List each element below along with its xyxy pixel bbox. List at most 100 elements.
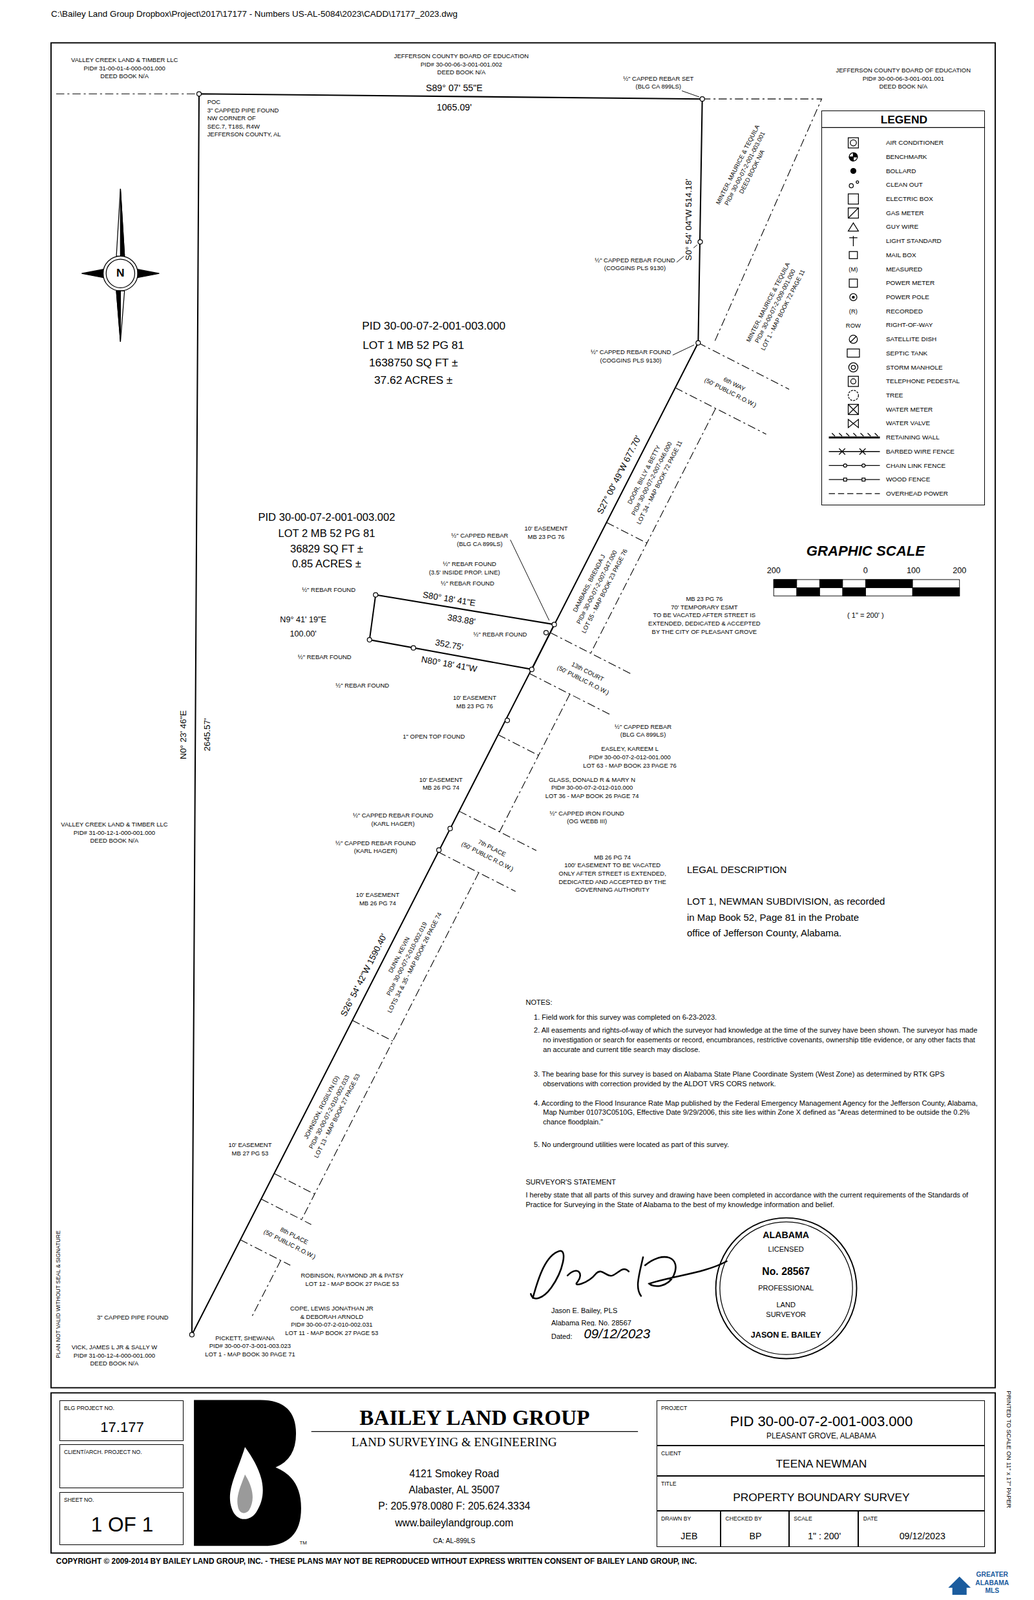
cell-text: PLEASANT GROVE, ALABAMA	[766, 1432, 877, 1442]
survey-label: NW CORNER OF	[207, 115, 256, 123]
lot-division-line	[274, 522, 647, 1194]
monument	[197, 91, 202, 97]
survey-label: 2. All easements and rights-of-way of wh…	[533, 1025, 982, 1055]
survey-label: LOT 1 MB 52 PG 81	[362, 339, 465, 353]
seal-text: SURVEYOR	[765, 1310, 806, 1319]
survey-label: 5. No underground utilities were located…	[533, 1139, 982, 1150]
survey-label: COPYRIGHT © 2009-2014 BY BAILEY LAND GRO…	[56, 1557, 697, 1567]
title-block-cell: DRAWN BY JEB	[656, 1510, 722, 1548]
title-block-cell: TITLEPROPERTY BOUNDARY SURVEY	[656, 1476, 986, 1511]
survey-label: PID# 31-00-12-1-000-001.000	[73, 829, 156, 837]
survey-label: BAILEY LAND GROUP	[359, 1405, 590, 1431]
gas-meter-symbol	[848, 208, 859, 219]
cell-text: TITLE	[661, 1480, 677, 1488]
survey-label: LOT 1 - MAP BOOK 30 PAGE 71	[204, 1350, 295, 1358]
north-arrow	[81, 188, 159, 342]
legend-label: BARBED WIRE FENCE	[886, 447, 955, 455]
scale-segment	[796, 588, 821, 597]
survey-label: www.baileylandgroup.com	[394, 1516, 514, 1529]
legend-label: MAIL BOX	[886, 251, 917, 259]
survey-label: MLS	[984, 1587, 1000, 1595]
cell-text: PROJECT	[661, 1404, 687, 1412]
scale-segment	[912, 588, 960, 597]
survey-label: 10' EASEMENT	[228, 1141, 272, 1150]
survey-label: MB 23 PG 76	[456, 703, 494, 711]
survey-label: PID# 30-00-06-3-001-001.002	[420, 60, 503, 68]
monument	[189, 1332, 194, 1338]
survey-label: ROBINSON, RAYMOND JR & PATSY	[300, 1272, 404, 1280]
survey-label: GREATER	[976, 1571, 1009, 1579]
legend-label: LIGHT STANDARD	[886, 237, 942, 245]
survey-label: (OG WEBB III)	[566, 818, 607, 826]
cell-text: SCALE	[793, 1515, 812, 1522]
legend-box: LEGEND	[821, 110, 985, 506]
signature	[530, 1251, 727, 1299]
survey-label: P: 205.978.0080 F: 205.624.3334	[378, 1500, 530, 1513]
survey-label: 352.75'	[434, 637, 465, 653]
survey-label: LOT 63 - MAP BOOK 23 PAGE 76	[582, 761, 677, 770]
survey-label: LOT 2 MB 52 PG 81	[277, 527, 375, 541]
legend-label: SEPTIC TANK	[886, 349, 928, 357]
graphic-scale-bar	[773, 579, 960, 596]
monument	[697, 239, 703, 245]
survey-label: MB 23 PG 76	[685, 595, 723, 603]
survey-label: GLASS, DONALD R & MARY N	[548, 776, 636, 784]
legend-label: POWER POLE	[886, 293, 930, 301]
survey-label: (R)	[849, 307, 858, 315]
survey-label: (KARL HAGER)	[371, 820, 415, 828]
survey-label: S26° 54' 42"W 1590.40'	[338, 932, 390, 1019]
benchmark-symbol	[849, 152, 858, 161]
survey-label: VICK, JAMES L JR & SALLY W	[71, 1343, 158, 1351]
title-block-cell: CLIENTTEENA NEWMAN	[656, 1445, 986, 1477]
survey-label: PID# 30-00-07-3-001-003.023	[209, 1342, 291, 1351]
survey-label: LOT 11 - MAP BOOK 27 PAGE 53	[284, 1329, 379, 1337]
survey-label: LEGAL DESCRIPTION	[686, 864, 787, 876]
survey-label: PID# 30-00-07-2-012-001.000	[588, 754, 671, 762]
survey-label: ½" CAPPED REBAR FOUND	[594, 256, 675, 264]
monument	[436, 847, 442, 853]
survey-label: Alabaster, AL 35007	[409, 1484, 501, 1497]
legend-label: WATER VALVE	[886, 420, 930, 428]
survey-label: 200	[952, 566, 967, 576]
ac-symbol	[850, 139, 857, 146]
monument	[373, 592, 379, 598]
survey-label: ONLY AFTER STREET IS EXTENDED,	[559, 870, 667, 878]
legend-label: STORM MANHOLE	[886, 363, 943, 371]
satellite-symbol	[850, 336, 857, 342]
cell-text: DRAWN BY	[661, 1515, 691, 1522]
survey-label: TO BE VACATED AFTER STREET IS	[652, 611, 756, 620]
survey-label: PICKETT, SHEWANA	[215, 1334, 275, 1342]
survey-label: office of Jefferson County, Alabama.	[686, 927, 842, 939]
legend-label: SATELLITE DISH	[886, 335, 937, 343]
manhole-symbol	[851, 365, 855, 370]
overhead-power-symbol	[829, 493, 881, 494]
survey-label: 383.88'	[446, 612, 477, 627]
survey-label: N9° 41' 19"E	[279, 614, 327, 625]
cell-text: PID 30-00-07-2-001-003.000	[730, 1413, 914, 1430]
seal-text: LAND	[776, 1300, 795, 1309]
survey-label: 0	[863, 566, 868, 576]
legend-label: CHAIN LINK FENCE	[886, 462, 946, 470]
survey-label: ½" CAPPED IRON FOUND	[549, 809, 624, 817]
cell-text: JEB	[680, 1530, 698, 1541]
survey-label: ½" CAPPED REBAR	[614, 723, 672, 731]
legend-label: OVERHEAD POWER	[886, 489, 949, 497]
cell-text: 17.177	[100, 1419, 145, 1436]
scale-segment	[842, 588, 866, 597]
title-rule	[311, 1431, 638, 1433]
survey-label: SEC.7, T18S, R4W	[207, 122, 260, 130]
survey-label: (M)	[848, 266, 858, 274]
north-arrow-ring	[105, 259, 135, 288]
cell-text: CLIENT	[661, 1450, 682, 1457]
survey-label: JEFFERSON COUNTY, AL	[207, 131, 282, 139]
survey-label: in Map Book 52, Page 81 in the Probate	[686, 911, 859, 923]
wood-fence-symbol	[843, 478, 847, 482]
north-arrow-spike	[116, 290, 121, 342]
adjoining-property-line	[56, 93, 823, 342]
legend-label: MEASURED	[886, 265, 923, 273]
survey-label: DEED BOOK N/A	[878, 83, 928, 91]
legend-label: AIR CONDITIONER	[886, 138, 944, 147]
chain-link-symbol	[843, 464, 847, 468]
chain-link-symbol	[862, 464, 866, 468]
